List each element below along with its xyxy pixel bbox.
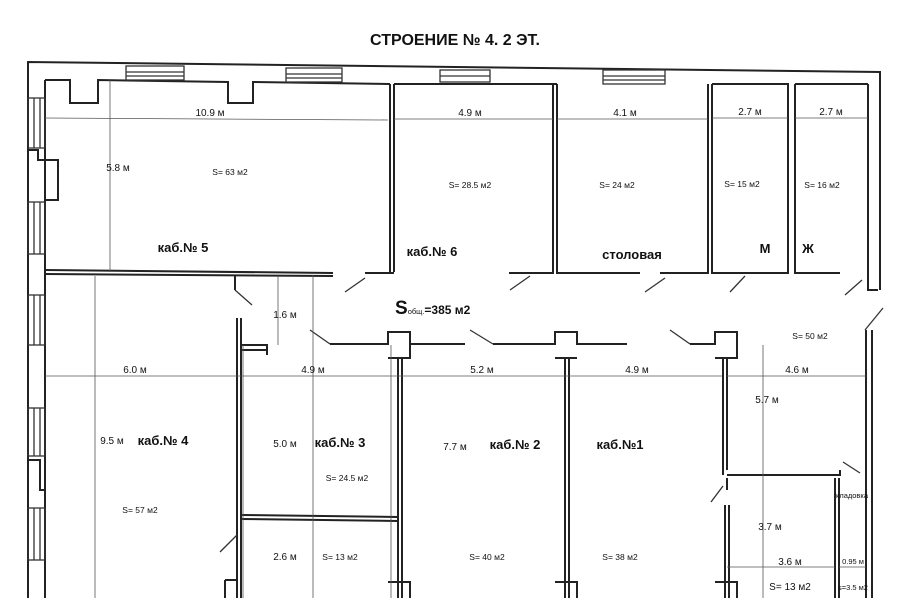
- room3-depth: 5.0 м: [273, 439, 297, 450]
- hall-width: 4.6 м: [785, 365, 809, 376]
- storage-width: 0.95 м: [842, 557, 864, 566]
- room2-label: каб.№ 2: [490, 437, 541, 452]
- corridor-width: 1.6 м: [273, 310, 297, 321]
- hall-area: S= 50 м2: [792, 331, 828, 341]
- room6-label: каб.№ 6: [407, 244, 458, 259]
- wc-w-label: Ж: [801, 241, 814, 256]
- total-area: Sобщ.=385 м2: [395, 298, 471, 319]
- room5-width: 10.9 м: [195, 108, 224, 119]
- wc-m-label: М: [760, 241, 771, 256]
- room3-width: 4.9 м: [301, 365, 325, 376]
- room1-label: каб.№1: [596, 437, 643, 452]
- room3b-area: S= 13 м2: [322, 552, 358, 562]
- room3-area: S= 24.5 м2: [326, 473, 369, 483]
- plan-title: СТРОЕНИЕ № 4. 2 ЭТ.: [370, 32, 540, 49]
- dining-label: столовая: [602, 247, 662, 262]
- dining-width: 4.1 м: [613, 108, 637, 119]
- small-room-depth: 3.7 м: [758, 522, 782, 533]
- room5-depth: 5.8 м: [106, 163, 130, 174]
- wc-m-width: 2.7 м: [738, 107, 762, 118]
- room4-width: 6.0 м: [123, 365, 147, 376]
- room6-area: S= 28.5 м2: [449, 180, 492, 190]
- room2-area: S= 40 м2: [469, 552, 505, 562]
- room4-area: S= 57 м2: [122, 505, 158, 515]
- room6-width: 4.9 м: [458, 108, 482, 119]
- doors: [219, 275, 884, 553]
- wc-m-area: S= 15 м2: [724, 179, 760, 189]
- wc-w-area: S= 16 м2: [804, 180, 840, 190]
- windows: [27, 65, 666, 561]
- wc-w-width: 2.7 м: [819, 107, 843, 118]
- outer-walls: [27, 60, 881, 598]
- room2-width: 5.2 м: [470, 365, 494, 376]
- interior-walls: [44, 83, 868, 598]
- room5-area: S= 63 м2: [212, 167, 248, 177]
- room4-label: каб.№ 4: [138, 433, 189, 448]
- small-room-width: 3.6 м: [778, 557, 802, 568]
- hall-depth: 5.7 м: [755, 395, 779, 406]
- room1-width: 4.9 м: [625, 365, 649, 376]
- dining-area: S= 24 м2: [599, 180, 635, 190]
- dimension-lines: [44, 80, 868, 598]
- storage-area: s=3.5 м2: [838, 583, 868, 592]
- small-room-area: S= 13 м2: [769, 582, 811, 593]
- storage-label: кладовка: [836, 491, 869, 500]
- room2-depth: 7.7 м: [443, 442, 467, 453]
- room1-area: S= 38 м2: [602, 552, 638, 562]
- room4-depth: 9.5 м: [100, 436, 124, 447]
- room3-label: каб.№ 3: [315, 435, 366, 450]
- room5-label: каб.№ 5: [158, 240, 209, 255]
- room3b-depth: 2.6 м: [273, 552, 297, 563]
